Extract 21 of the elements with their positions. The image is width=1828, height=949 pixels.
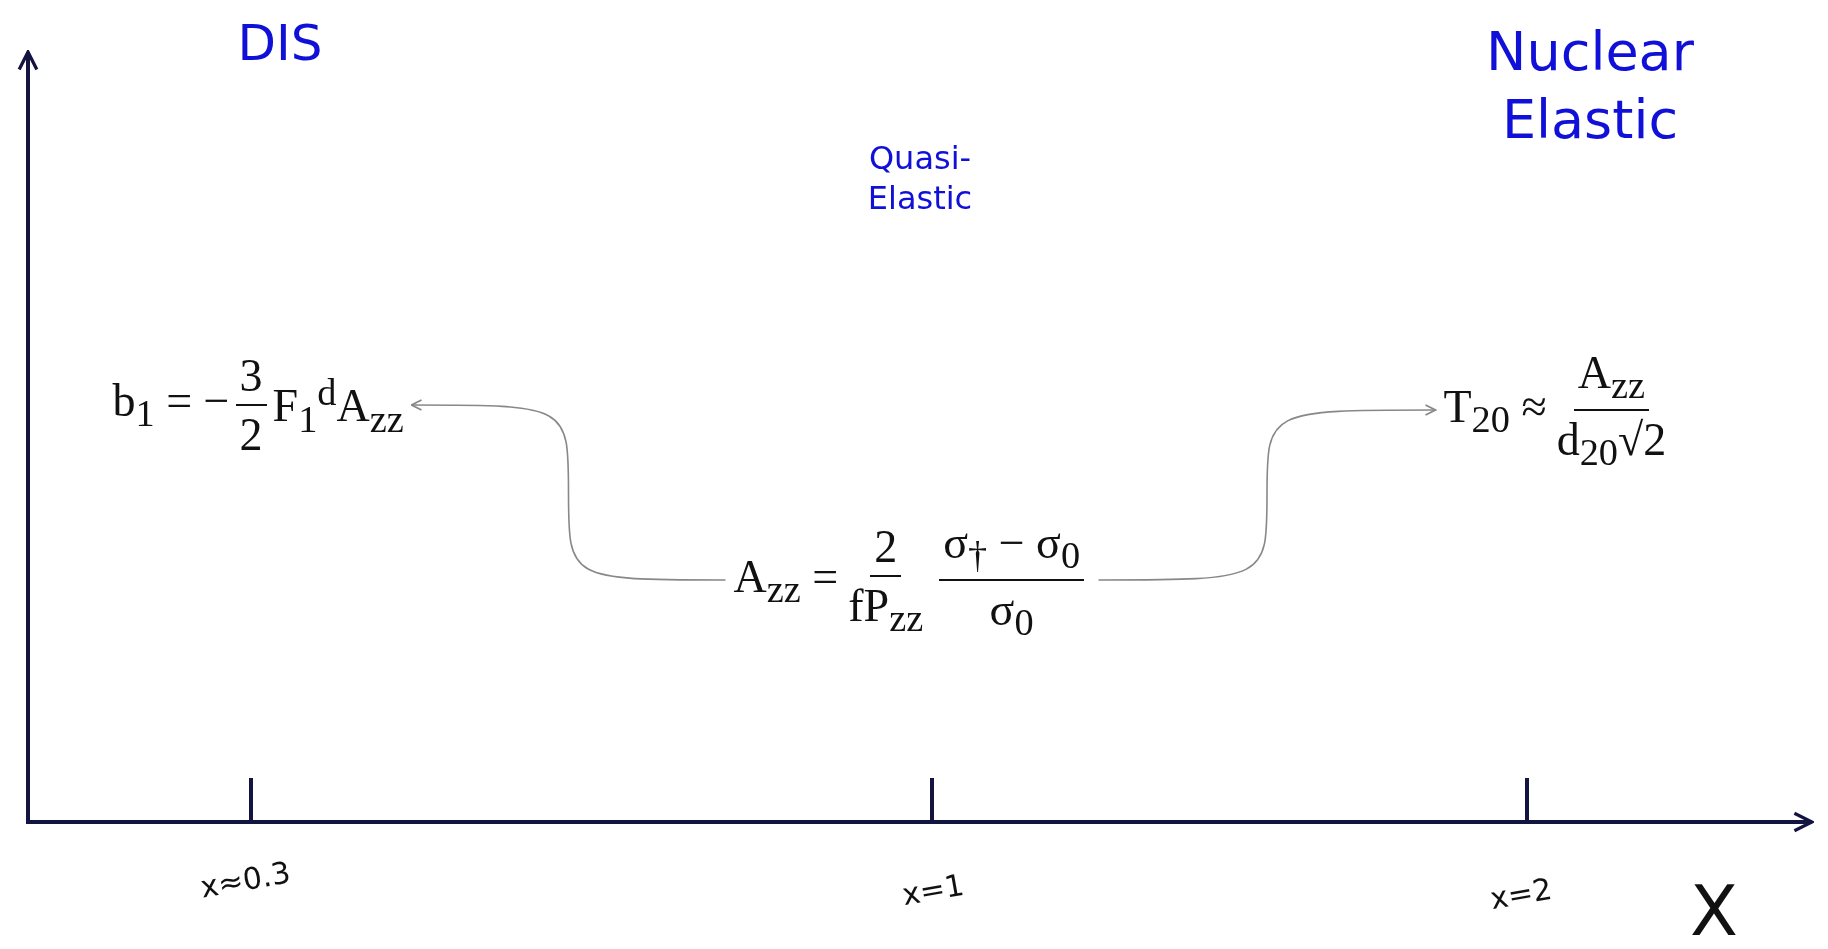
tick-label: x=2 (1487, 870, 1555, 917)
tick-label: x≈0.3 (197, 854, 293, 905)
formula-term: A$_{zz}$ (1573, 346, 1650, 412)
formula-term: d$_{20}$√2 (1555, 413, 1668, 475)
formula-term: σ$_{0}$ (988, 583, 1035, 645)
formula-term: fP$_{zz}$ (847, 579, 925, 641)
region-title: DIS (236, 13, 324, 74)
formula-term: F$_{1}$$^{d}$A$_{zz}$ (272, 369, 404, 441)
formula-term: b$_{1}$ = − (112, 374, 230, 436)
formula-term: T$_{20}$ ≈ (1443, 379, 1547, 441)
curved-arrow (410, 399, 727, 581)
formula-term: σ$_{†}$ − σ$_{0}$ (939, 516, 1085, 582)
curved-arrow (1097, 404, 1437, 581)
formula-term: 2 (870, 520, 902, 578)
formula-term: 2 (238, 408, 264, 461)
tick-label: x=1 (899, 866, 967, 913)
axis-title: X (1690, 869, 1738, 949)
region-title: Nuclear Elastic (1485, 19, 1695, 153)
formula-term: A$_{zz}$ = (733, 549, 839, 611)
formula-term: 3 (235, 349, 267, 406)
region-title: Quasi-Elastic (866, 138, 974, 218)
